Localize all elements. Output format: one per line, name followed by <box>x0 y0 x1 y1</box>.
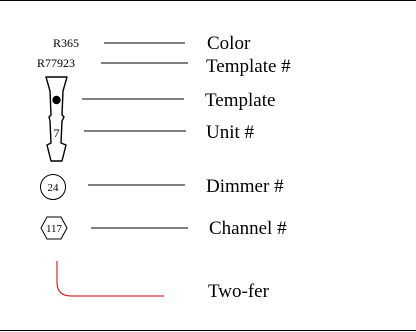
channel-number-text: 117 <box>46 223 63 235</box>
channel-hexagon-icon <box>40 216 68 240</box>
dimmer-circle-icon <box>40 174 66 200</box>
dimmer-number-text: 24 <box>48 182 60 194</box>
color-label: Color <box>207 33 251 54</box>
color-code-text: R365 <box>53 36 79 50</box>
dimmer-number-label: Dimmer # <box>206 176 284 197</box>
two-fer-label: Two-fer <box>208 281 270 302</box>
unit-number-label: Unit # <box>206 122 255 143</box>
unit-number-text: 7 <box>54 126 60 140</box>
instrument-outline <box>45 76 68 162</box>
two-fer-line <box>56 261 164 297</box>
template-code-text: R77923 <box>37 56 75 70</box>
channel-number-label: Channel # <box>209 218 287 239</box>
template-label: Template <box>205 90 275 111</box>
lighting-unit-icon: 7 <box>45 76 68 162</box>
template-dot-icon <box>52 95 61 105</box>
template-number-label: Template # <box>206 56 291 77</box>
